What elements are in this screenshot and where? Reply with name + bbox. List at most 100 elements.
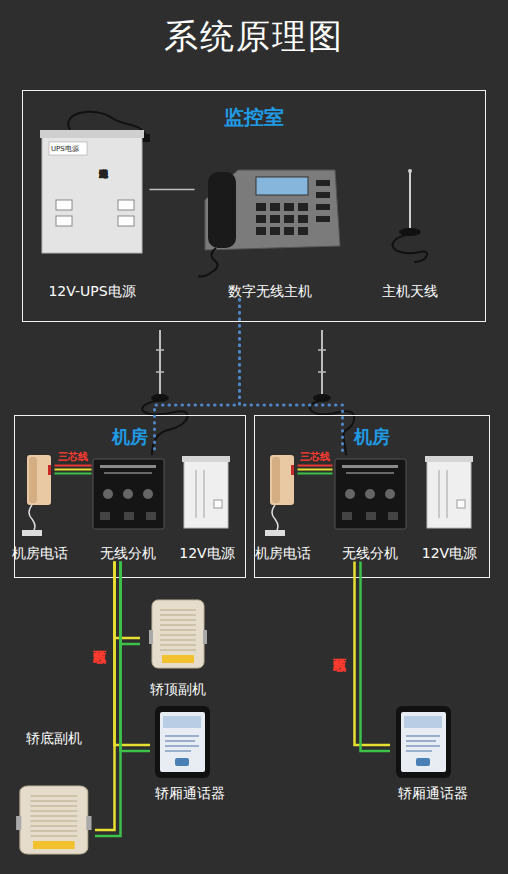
extension-illustration-part-part — [93, 459, 164, 529]
room-phone-copy-part — [272, 457, 280, 503]
keypad-part — [284, 215, 294, 223]
host-phone-illustration — [198, 170, 340, 277]
ups-port — [56, 216, 72, 226]
wire-line — [298, 465, 333, 467]
antenna-tip — [408, 169, 412, 173]
wire-line — [150, 189, 195, 191]
host-antenna-illustration — [392, 169, 427, 262]
keypad-part — [270, 215, 280, 223]
phone-handset — [208, 172, 236, 248]
intercom-illustration — [155, 706, 210, 778]
device-label: 机房电话 — [255, 545, 311, 562]
antenna-tick — [318, 350, 326, 372]
wireless-extension-unit: 无线分机 — [333, 455, 408, 562]
phone-mark — [48, 465, 51, 475]
device-label: 无线分机 — [100, 545, 156, 562]
machine-room-box: 机房机房电话 无线分机 12V电源 — [254, 415, 490, 578]
power-illustration-part-part — [196, 470, 204, 518]
speaker-illustration — [16, 786, 91, 854]
antenna-whip — [409, 172, 411, 228]
wire-connector — [95, 562, 121, 837]
power-supply-unit: 12V电源 — [420, 455, 480, 562]
antenna-base — [313, 394, 331, 402]
wire-line — [115, 562, 151, 746]
ups-power-unit: 12V-UPS电源 — [35, 128, 150, 300]
extension-illustration-part — [93, 459, 164, 529]
keypad-part — [316, 180, 330, 186]
ups-port — [118, 216, 134, 226]
device-label: 12V电源 — [422, 545, 477, 562]
wire-connector — [115, 562, 151, 752]
device-label: 轿厢通话器 — [155, 785, 225, 802]
power-illustration-part — [182, 456, 230, 528]
wire-line — [298, 469, 333, 471]
room-phone-copy-part — [265, 530, 285, 536]
wire-line — [55, 473, 92, 475]
antenna-base — [399, 228, 421, 236]
wire-line — [115, 562, 141, 639]
keypad-part — [284, 203, 294, 211]
wire-line — [121, 562, 151, 752]
extension-illustration-part-part — [143, 489, 153, 499]
host-antenna-unit: 主机天线 — [375, 165, 445, 300]
ups-illustration — [40, 112, 150, 253]
wire-label: 三芯线 — [58, 451, 88, 463]
wire-line — [121, 562, 141, 645]
extension-illustration-part-part — [124, 512, 134, 520]
power-copy — [425, 456, 473, 528]
extension-illustration — [93, 459, 406, 529]
ups-port — [118, 200, 134, 210]
wire-line — [55, 469, 92, 471]
keypad-part — [298, 227, 308, 235]
keypad — [256, 180, 330, 235]
phone-body — [27, 455, 51, 505]
car-intercom-unit: 轿厢通话器 — [390, 704, 475, 802]
antenna-cable — [310, 400, 354, 455]
wire-line — [55, 465, 92, 467]
power-supply-unit: 12V电源 — [180, 455, 235, 562]
room-phone-unit: 机房电话 — [268, 452, 298, 562]
keypad-part — [270, 227, 280, 235]
wire-connector — [298, 466, 333, 474]
phone-screen — [256, 177, 308, 195]
wireless-extension-unit: 无线分机 — [92, 455, 165, 562]
antenna-whip — [321, 330, 323, 394]
wireless-host-unit: 数字无线主机 — [195, 160, 345, 300]
ups-body — [42, 136, 142, 253]
phone-body — [205, 170, 340, 250]
handset-cord — [198, 248, 218, 277]
box-heading: 机房 — [354, 426, 390, 448]
ups-port — [56, 200, 72, 210]
device-label: 12V-UPS电源 — [48, 283, 135, 300]
power-cord — [68, 112, 146, 136]
device-label: 数字无线主机 — [228, 283, 312, 300]
wire-label: 三芯线 — [300, 451, 330, 463]
car-top-unit: 轿顶副机 — [140, 596, 215, 698]
speaker-illustration — [149, 600, 207, 668]
wire-line — [95, 562, 121, 837]
antenna-cable — [392, 234, 427, 262]
ups-plate — [49, 142, 87, 155]
phone-base — [22, 530, 42, 536]
device-print-label: UPS电源 — [51, 145, 79, 153]
wire-line — [361, 562, 391, 752]
keypad-part — [316, 192, 330, 198]
phone-handset — [29, 457, 37, 503]
room-phone-copy-part — [270, 455, 294, 505]
car-bottom-unit: 轿底副机 — [12, 730, 95, 858]
power-illustration-part-part — [214, 500, 222, 508]
power-illustration — [182, 456, 473, 528]
room-antenna-illustration — [142, 330, 354, 455]
wire-line — [298, 473, 333, 475]
device-label: 12V电源 — [179, 545, 234, 562]
wire-connector — [150, 189, 195, 190]
room-phone-unit: 机房电话 — [25, 452, 55, 562]
diagram-title: 系统原理图 — [0, 16, 508, 56]
wire-line — [355, 562, 391, 746]
antenna-cable — [142, 400, 187, 455]
extension-illustration-part-part — [103, 489, 113, 499]
car-intercom-unit: 轿厢通话器 — [150, 704, 230, 802]
antenna-whip — [159, 330, 161, 394]
keypad-part — [284, 227, 294, 235]
